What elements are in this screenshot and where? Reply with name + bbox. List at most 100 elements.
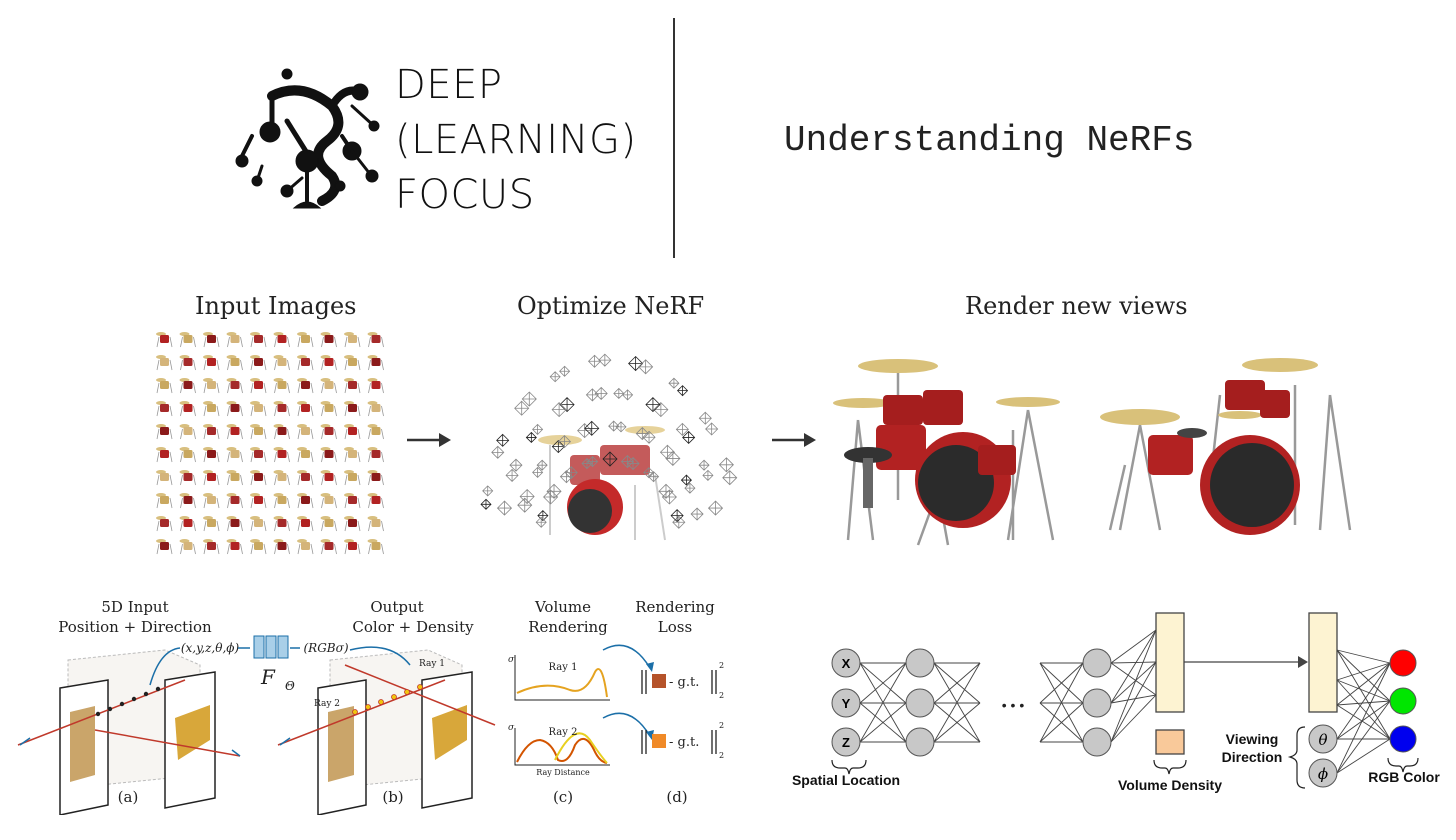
camera-frustum-icon — [577, 423, 593, 439]
input-image-thumbnail — [226, 332, 243, 348]
input-image-thumbnail — [226, 447, 243, 463]
camera-frustum-icon — [598, 353, 612, 367]
output-blue-node — [1389, 725, 1417, 753]
camera-frustum-icon — [496, 433, 510, 447]
network-subscript: Θ — [285, 679, 295, 693]
input-image-thumbnail — [226, 355, 243, 371]
norm-sub-1: 2 — [719, 691, 724, 700]
camera-frustum-icon — [536, 459, 548, 471]
input-image-thumbnail — [203, 493, 220, 509]
loss-term-1 — [641, 670, 717, 694]
scene-cube-b — [277, 646, 496, 815]
input-image-thumbnail — [367, 539, 384, 555]
input-image-thumbnail — [203, 355, 220, 371]
input-image-thumbnail — [179, 355, 196, 371]
input-image-thumbnail — [250, 470, 267, 486]
brace-spatial — [831, 759, 867, 775]
camera-frustum-icon — [722, 470, 738, 486]
input-image-thumbnail — [367, 424, 384, 440]
ray-distance-label: Ray Distance — [536, 768, 590, 777]
input-image-thumbnail — [179, 539, 196, 555]
input-image-thumbnail — [156, 493, 173, 509]
input-image-thumbnail — [156, 332, 173, 348]
input-node-x: X — [831, 648, 861, 678]
camera-frustum-icon — [559, 365, 571, 377]
logo-line-2: (LEARNING) — [395, 117, 637, 163]
col1-title-line1: 5D Input — [101, 598, 168, 616]
camera-frustum-icon — [585, 388, 599, 402]
input-image-thumbnail — [203, 424, 220, 440]
arrow-right-icon — [772, 433, 816, 447]
page-title: Understanding NeRFs — [784, 120, 1195, 161]
input-image-thumbnail — [179, 516, 196, 532]
camera-frustum-icon — [698, 411, 712, 425]
input-image-thumbnail — [344, 401, 361, 417]
input-image-thumbnail — [250, 332, 267, 348]
input-image-thumbnail — [250, 516, 267, 532]
input-image-thumbnail — [226, 516, 243, 532]
input-image-thumbnail — [203, 539, 220, 555]
rgb-color-label: RGB Color — [1368, 769, 1440, 785]
input-image-thumbnail — [273, 539, 290, 555]
input-image-thumbnail — [320, 493, 337, 509]
input-image-thumbnail — [344, 470, 361, 486]
camera-frustum-icon — [658, 483, 674, 499]
input-image-thumbnail — [226, 470, 243, 486]
camera-frustum-icon — [509, 458, 523, 472]
caption-c: (c) — [553, 788, 573, 806]
caption-b: (b) — [382, 788, 403, 806]
input-image-thumbnail — [273, 378, 290, 394]
hidden2-node-1 — [1082, 648, 1112, 678]
camera-frustum-icon — [672, 515, 686, 529]
viewing-label-line2: Direction — [1222, 749, 1283, 765]
input-image-thumbnail — [273, 424, 290, 440]
brace-density — [1153, 759, 1187, 775]
theta-node: θ — [1308, 724, 1338, 754]
gt-label-1: - g.t. — [669, 675, 699, 690]
input-image-thumbnail — [203, 516, 220, 532]
input-image-thumbnail — [226, 424, 243, 440]
input-image-thumbnail — [179, 332, 196, 348]
camera-frustum-icon — [707, 500, 724, 516]
input-image-thumbnail — [320, 516, 337, 532]
input-image-thumbnail — [344, 539, 361, 555]
camera-frustum-icon — [642, 430, 656, 444]
camera-frustum-icon — [559, 470, 573, 484]
input-image-thumbnail — [226, 378, 243, 394]
input-image-thumbnail — [156, 447, 173, 463]
input-image-thumbnail — [297, 493, 314, 509]
input-image-thumbnail — [156, 401, 173, 417]
input-image-thumbnail — [179, 378, 196, 394]
camera-frustum-icon — [613, 387, 625, 400]
camera-frustum-icon — [584, 420, 600, 436]
hidden1-node-2 — [905, 688, 935, 718]
input-image-thumbnail — [250, 378, 267, 394]
scene-cube-a — [17, 647, 241, 815]
col2-title-line1: Output — [370, 598, 423, 616]
input-image-thumbnail — [250, 447, 267, 463]
input-image-thumbnail — [273, 470, 290, 486]
input-image-thumbnail — [344, 332, 361, 348]
camera-frustum-icon — [670, 509, 684, 523]
camera-frustum-icon — [676, 385, 689, 397]
hidden2-node-3 — [1082, 727, 1112, 757]
input-image-thumbnail — [273, 447, 290, 463]
input-image-thumbnail — [320, 332, 337, 348]
camera-frustum-icon — [505, 468, 519, 482]
camera-frustum-icon — [645, 397, 661, 413]
input-image-thumbnail — [344, 424, 361, 440]
input-image-thumbnail — [320, 401, 337, 417]
input-image-thumbnail — [297, 378, 314, 394]
camera-frustum-icon — [684, 482, 696, 494]
volume-density-label: Volume Density — [1118, 777, 1222, 793]
camera-frustum-icon — [551, 440, 565, 454]
camera-frustum-icon — [643, 467, 655, 479]
input-image-thumbnail — [250, 355, 267, 371]
camera-frustum-icon — [690, 507, 704, 521]
camera-frustum-icon — [480, 498, 492, 510]
brace-rgb — [1387, 757, 1419, 773]
norm-sup-1: 2 — [719, 661, 724, 670]
input-image-thumbnail — [320, 470, 337, 486]
input-image-thumbnail — [367, 332, 384, 348]
deep-learning-focus-logo-icon — [235, 68, 380, 209]
